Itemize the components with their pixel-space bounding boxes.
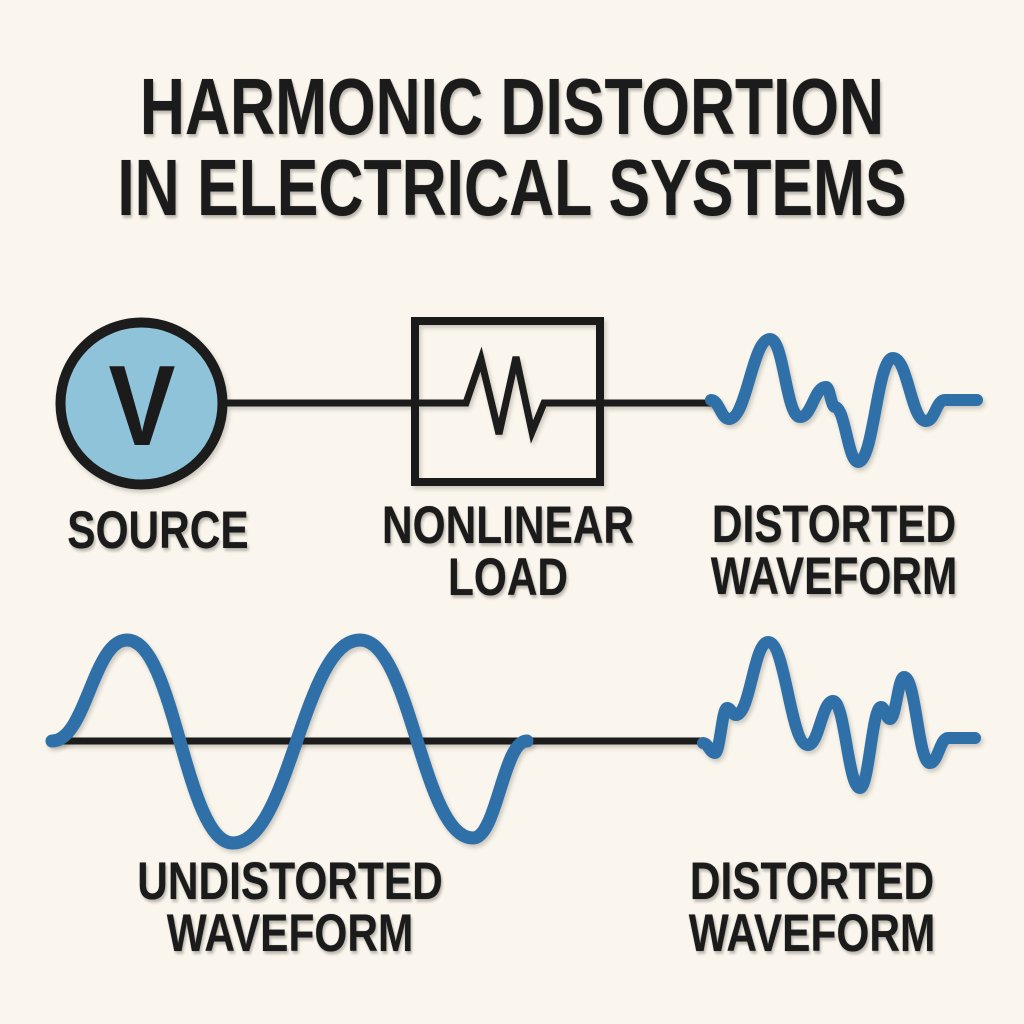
nonlinear-load-label-line2: LOAD: [447, 548, 569, 607]
undistorted-waveform-label-line1: UNDISTORTED: [137, 852, 443, 911]
page-title-line2: IN ELECTRICAL SYSTEMS: [117, 143, 907, 232]
nonlinear-load-label: NONLINEAR LOAD: [381, 496, 635, 607]
page-title-line1: HARMONIC DISTORTION: [139, 62, 885, 151]
nonlinear-load-label-line1: NONLINEAR: [381, 496, 635, 555]
distorted-waveform-bottom-label-line2: WAVEFORM: [688, 904, 936, 963]
nonlinear-load-box: [411, 317, 604, 486]
distorted-waveform-bottom: [697, 635, 981, 795]
undistorted-waveform-label-line2: WAVEFORM: [166, 904, 414, 963]
distorted-waveform-top-label-line1: DISTORTED: [711, 495, 957, 554]
distorted-waveform-bottom-label-line1: DISTORTED: [689, 852, 935, 911]
distorted-waveform-top-label: DISTORTED WAVEFORM: [710, 495, 958, 606]
circuit-wire-resistor: [220, 346, 718, 444]
undistorted-sine-wave: [45, 633, 534, 850]
page-title: HARMONIC DISTORTION IN ELECTRICAL SYSTEM…: [113, 66, 912, 228]
distorted-waveform-bottom-label: DISTORTED WAVEFORM: [688, 852, 936, 963]
distorted-waveform-top: [705, 332, 983, 469]
distorted-waveform-top-label-line2: WAVEFORM: [710, 547, 958, 606]
undistorted-waveform-label: UNDISTORTED WAVEFORM: [137, 852, 443, 963]
voltage-source-circle: [55, 317, 228, 490]
source-label: SOURCE: [67, 501, 249, 560]
voltage-source-symbol: V: [108, 343, 175, 470]
